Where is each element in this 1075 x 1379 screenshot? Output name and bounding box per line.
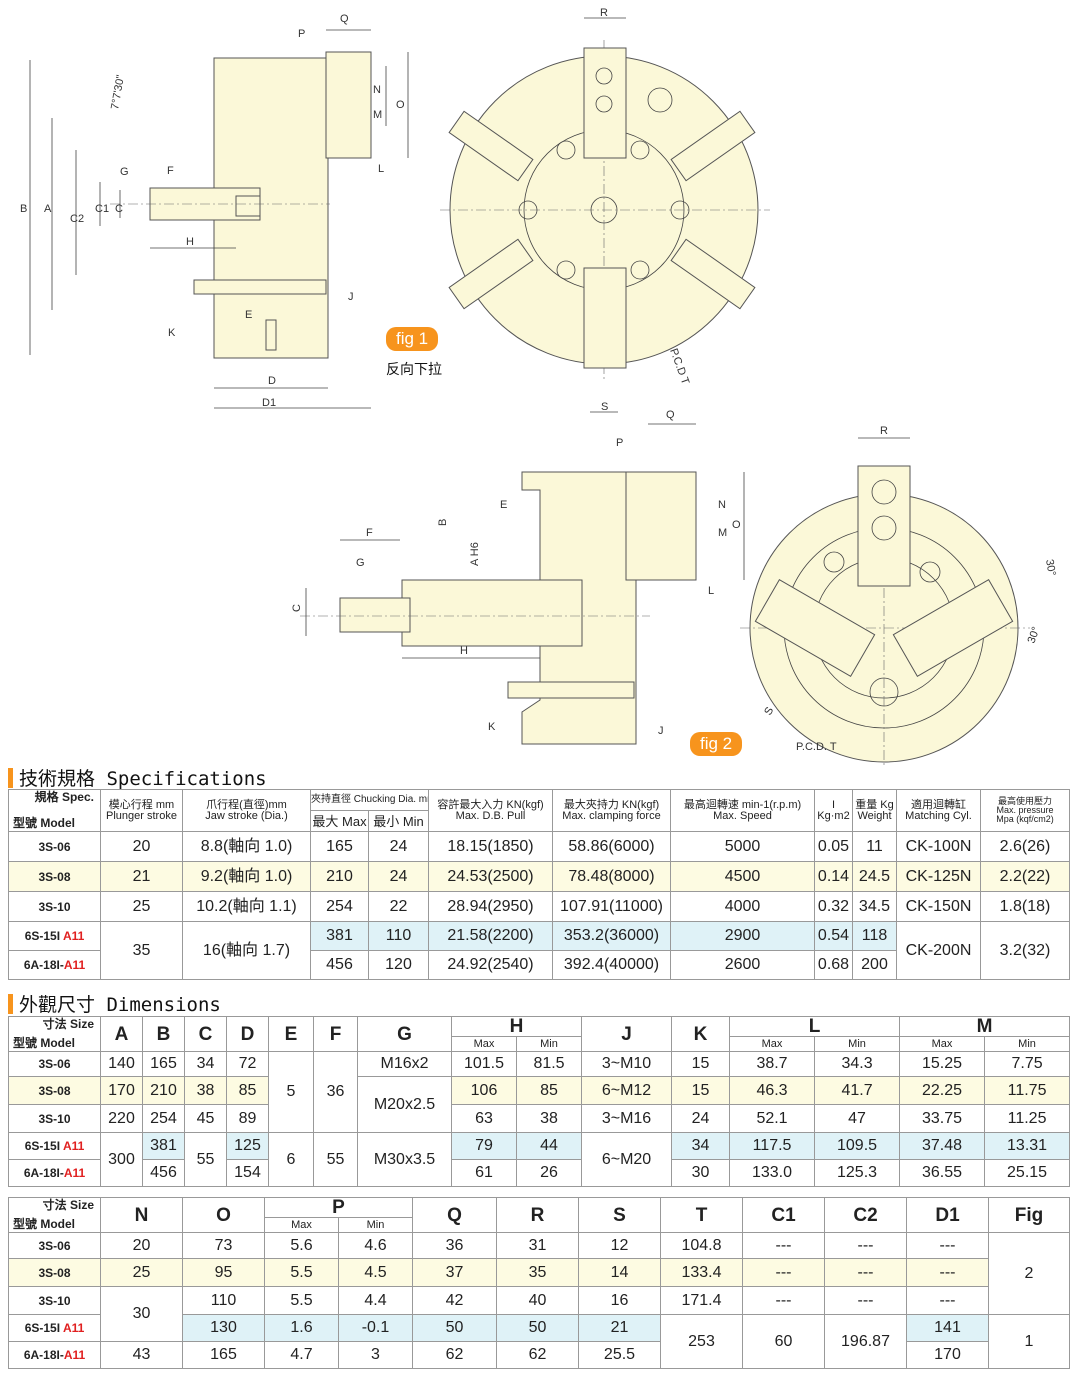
spec-h-plunger: 模心行程 mm Plunger stroke xyxy=(100,789,183,832)
svg-text:E: E xyxy=(245,309,252,321)
spec-h-inertia: I Kg·m2 xyxy=(814,789,853,832)
svg-text:C: C xyxy=(291,604,303,612)
svg-text:H: H xyxy=(186,236,194,248)
svg-text:D1: D1 xyxy=(262,397,276,409)
svg-text:J: J xyxy=(658,725,664,737)
fig2-badge: fig 2 xyxy=(690,732,743,756)
svg-text:H: H xyxy=(460,645,468,657)
fig1-badge: fig 1 xyxy=(386,327,439,351)
dim2-row: 3S-08 25 95 5.5 4.5 37 35 14 133.4 --- -… xyxy=(8,1258,1070,1287)
spec-corner: 規格 Spec.型號 Model xyxy=(8,789,101,832)
spec-h-max: 最大 Max xyxy=(310,810,369,832)
svg-text:P: P xyxy=(298,28,305,40)
spec-h-pull: 容許最大入力 KN(kgf) Max. D.B. Pull xyxy=(428,789,553,832)
fig1-dim-labels: Q P N M O L G F C C1 C2 A B H J K E D D1… xyxy=(20,13,405,409)
spec-table: 規格 Spec.型號 Model 模心行程 mm Plunger stroke … xyxy=(8,789,1070,980)
svg-text:G: G xyxy=(356,557,365,569)
fig2-dim-labels: Q P N M O L E B A H6 F G C H J K D xyxy=(291,409,741,737)
spec-row: 6A-18I-A11 456 120 24.92(2540) 392.4(400… xyxy=(8,950,1070,980)
svg-text:G: G xyxy=(120,166,129,178)
svg-text:7°7'30": 7°7'30" xyxy=(109,74,127,111)
svg-text:Q: Q xyxy=(666,409,675,421)
spec-h-cyl: 適用迴轉缸 Matching Cyl. xyxy=(896,789,981,832)
technical-drawings: .part{fill:#fbf8d8;stroke:#555;stroke-wi… xyxy=(20,7,1058,765)
svg-text:S: S xyxy=(762,705,776,717)
svg-text:B: B xyxy=(437,519,449,526)
svg-text:C1: C1 xyxy=(95,203,109,215)
dim-row: 3S-06 140 165 34 72 5 36 M16x2 101.5 81.… xyxy=(8,1051,1071,1133)
spec-h-pressure: 最高使用壓力 Max. pressure Mpa (kqf/cm2) xyxy=(980,789,1070,832)
fig1-front-view xyxy=(440,17,770,413)
svg-text:O: O xyxy=(732,519,741,531)
dim2-row: 6S-15I A11 130 1.6 -0.1 50 50 21 253 60 … xyxy=(8,1314,1070,1369)
svg-text:30°: 30° xyxy=(1026,625,1043,645)
dim2-row: 3S-06 20 73 5.6 4.6 36 31 12 104.8 --- -… xyxy=(8,1232,1070,1315)
fig1-side-view xyxy=(29,29,409,409)
svg-text:R: R xyxy=(600,7,608,19)
spec-h-jaw: 爪行程(直徑)mm Jaw stroke (Dia.) xyxy=(182,789,311,832)
svg-text:D: D xyxy=(268,375,276,387)
svg-text:L: L xyxy=(708,585,714,597)
svg-text:K: K xyxy=(488,721,496,733)
spec-row: 3S-06 20 8.8(軸向 1.0) 165 24 18.15(1850) … xyxy=(8,831,1070,862)
spec-h-chucking: 夾持直徑 Chucking Dia. mm xyxy=(310,789,429,811)
svg-text:C2: C2 xyxy=(70,213,84,225)
svg-text:30°: 30° xyxy=(1043,558,1058,576)
svg-text:Q: Q xyxy=(340,13,349,25)
svg-text:P: P xyxy=(616,437,623,449)
spec-h-clamp: 最大夾持力 KN(kgf) Max. clamping force xyxy=(552,789,671,832)
fig2-front-view xyxy=(740,437,1030,765)
dim2-row: 3S-10 30 110 5.5 4.4 42 40 16 171.4 --- … xyxy=(8,1286,1070,1342)
fig1-caption: 反向下拉 xyxy=(386,361,442,377)
fig2-side-view xyxy=(300,423,745,745)
svg-text:N: N xyxy=(718,499,726,511)
svg-text:M: M xyxy=(373,109,382,121)
svg-text:A H6: A H6 xyxy=(469,542,481,566)
svg-text:F: F xyxy=(366,527,373,539)
svg-text:R: R xyxy=(880,425,888,437)
svg-text:N: N xyxy=(373,84,381,96)
svg-text:P.C.D T: P.C.D T xyxy=(667,347,691,387)
svg-text:S: S xyxy=(601,401,608,413)
fig2-front-labels: R S P.C.D. T 30° 30° xyxy=(762,425,1058,753)
svg-text:P.C.D. T: P.C.D. T xyxy=(796,741,837,753)
dim-row: 3S-10 220 254 45 89 63 38 3~M16 24 52.1 … xyxy=(8,1104,1071,1133)
spec-section-title: 技術規格 Specifications xyxy=(8,764,267,791)
dim2-row: 6A-18I-A11 43 165 4.7 3 62 62 25.5 170 xyxy=(8,1341,1070,1369)
dim-row: 6S-15I A11 300 381 55 125 6 55 M30x3.5 7… xyxy=(8,1132,1071,1187)
svg-text:E: E xyxy=(500,499,507,511)
svg-text:O: O xyxy=(396,99,405,111)
dim-row: 3S-08 170 210 38 85 M20x2.5 106 85 6~M12… xyxy=(8,1076,1071,1133)
dim-row: 6A-18I-A11 456 154 61 26 30 133.0 125.3 … xyxy=(8,1159,1071,1187)
spec-h-min: 最小 Min xyxy=(368,810,429,832)
svg-text:B: B xyxy=(20,203,27,215)
svg-text:F: F xyxy=(167,165,174,177)
spec-h-speed: 最高迴轉速 min-1(r.p.m) Max. Speed xyxy=(670,789,815,832)
svg-text:J: J xyxy=(348,291,354,303)
spec-row: 3S-10 25 10.2(軸向 1.1) 254 22 28.94(2950)… xyxy=(8,891,1070,922)
spec-row: 6S-15I A11 35 16(軸向 1.7) 381 110 21.58(2… xyxy=(8,921,1070,980)
svg-text:A: A xyxy=(44,203,52,215)
svg-text:M: M xyxy=(718,527,727,539)
dim-section-title: 外觀尺寸 Dimensions xyxy=(8,990,221,1017)
svg-text:L: L xyxy=(378,163,384,175)
svg-text:K: K xyxy=(168,327,176,339)
spec-row: 3S-08 21 9.2(軸向 1.0) 210 24 24.53(2500) … xyxy=(8,861,1070,892)
svg-text:C: C xyxy=(115,203,123,215)
spec-h-weight: 重量 Kg Weight xyxy=(852,789,897,832)
